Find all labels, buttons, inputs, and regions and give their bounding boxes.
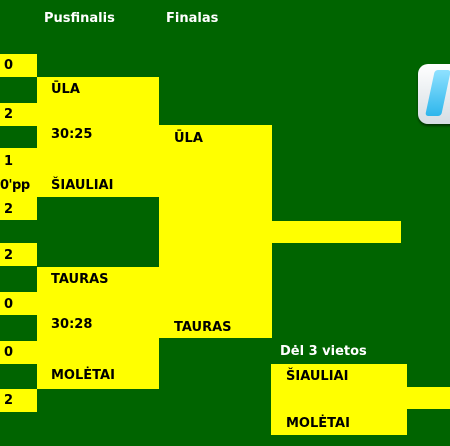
semifinal-1-team-a: ŪLA <box>51 82 80 97</box>
score-value: 0 <box>4 58 14 73</box>
app-icon-glyph <box>425 70 450 116</box>
score-box <box>0 148 37 197</box>
score-box <box>0 197 37 220</box>
score-value: 1 <box>4 154 14 169</box>
final-winner-bar <box>272 221 401 243</box>
score-note: 0'pp <box>0 178 30 193</box>
score-box <box>0 292 37 315</box>
semifinal-2-connector <box>37 292 159 364</box>
semifinal-1-score: 30:25 <box>51 127 93 142</box>
third-place-box <box>271 364 407 435</box>
score-value: 2 <box>4 107 14 122</box>
final-header: Finalas <box>166 11 219 26</box>
semifinal-1-connector <box>37 103 159 172</box>
final-column <box>159 125 272 338</box>
third-place-team-b: MOLĖTAI <box>286 416 350 431</box>
third-place-result-bar <box>407 387 450 409</box>
semifinal-1-team-b-bar <box>37 172 159 197</box>
semifinal-2-team-b-bar <box>37 364 159 389</box>
score-box <box>0 54 37 77</box>
score-value: 2 <box>4 202 14 217</box>
semifinals-header: Pusfinalis <box>44 11 115 26</box>
score-value: 0 <box>4 297 14 312</box>
semifinal-1-team-b: ŠIAULIAI <box>51 178 114 193</box>
score-box <box>0 389 37 412</box>
score-value: 0 <box>4 345 14 360</box>
score-box <box>0 103 37 126</box>
third-place-header: Dėl 3 vietos <box>280 344 367 359</box>
score-value: 2 <box>4 393 14 408</box>
final-team-b: TAURAS <box>174 320 232 335</box>
semifinal-2-team-a: TAURAS <box>51 272 109 287</box>
semifinal-2-team-a-bar <box>37 267 159 292</box>
semifinal-2-team-b: MOLĖTAI <box>51 368 115 383</box>
final-team-a: ŪLA <box>174 131 203 146</box>
third-place-team-a: ŠIAULIAI <box>286 369 349 384</box>
semifinal-1-team-a-bar <box>37 77 159 103</box>
score-box <box>0 243 37 266</box>
semifinal-2-score: 30:28 <box>51 317 93 332</box>
app-icon[interactable] <box>418 64 450 124</box>
score-box <box>0 341 37 364</box>
score-value: 2 <box>4 248 14 263</box>
